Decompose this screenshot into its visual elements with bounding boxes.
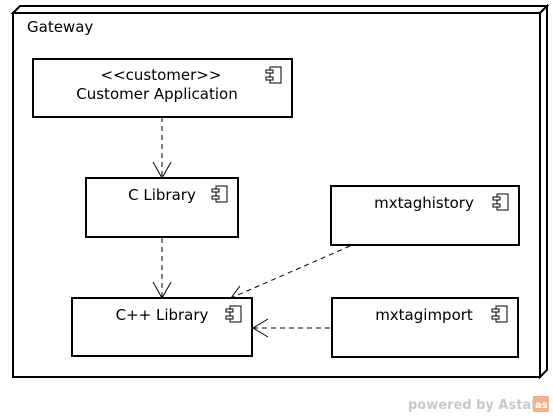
c-library-name: C Library [128,186,196,204]
component-customer-application[interactable]: <<customer>> Customer Application [32,58,293,118]
mxtagimport-name: mxtagimport [375,306,473,324]
astah-logo-icon: as [533,396,549,412]
customer-stereotype: <<customer>> [101,66,222,84]
gateway-label: Gateway [27,18,93,36]
cpp-library-name: C++ Library [116,306,209,324]
watermark: powered by Astah as [408,396,549,413]
component-c-library[interactable]: C Library [85,177,239,238]
component-mxtaghistory[interactable]: mxtaghistory [330,185,520,246]
component-cpp-library[interactable]: C++ Library [71,297,253,357]
mxtaghistory-name: mxtaghistory [374,194,474,212]
component-mxtagimport[interactable]: mxtagimport [331,297,519,358]
watermark-text: powered by Astah [408,398,540,413]
svg-text:as: as [535,400,548,411]
customer-application-name: Customer Application [76,85,237,103]
